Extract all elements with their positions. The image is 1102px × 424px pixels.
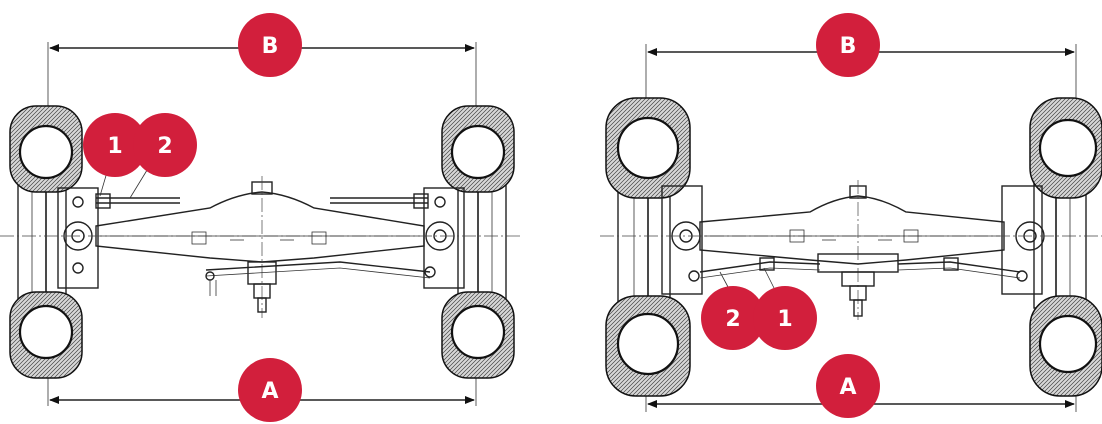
left-axle-housing <box>0 176 520 318</box>
badge-label: 2 <box>725 307 740 332</box>
tire-icon <box>605 295 691 397</box>
badge-label: A <box>839 375 856 400</box>
badge-right-dimension-b: B <box>816 13 880 77</box>
badge-circle <box>133 113 197 177</box>
left-axle-view: B A 1 2 <box>0 13 520 422</box>
tire-icon <box>1029 295 1102 397</box>
badge-circle <box>753 286 817 350</box>
tire-icon <box>441 105 515 193</box>
right-axle-housing <box>600 180 1102 320</box>
left-axle-wheel-right <box>423 105 515 379</box>
badge-circle <box>83 113 147 177</box>
badge-circle <box>816 13 880 77</box>
badge-left-dimension-b: B <box>238 13 302 77</box>
right-axle-wheel-right <box>1001 97 1102 397</box>
badge-circle <box>816 354 880 418</box>
badge-label: 1 <box>777 307 792 332</box>
badge-label: B <box>840 34 857 59</box>
badge-circle <box>238 13 302 77</box>
right-axle-wheel-left <box>605 97 703 397</box>
badge-label: 1 <box>107 134 122 159</box>
tire-icon <box>441 291 515 379</box>
left-axle-wheel-left <box>9 105 99 379</box>
badge-right-callout-2: 2 <box>701 286 765 350</box>
badge-right-dimension-a: A <box>816 354 880 418</box>
tire-icon <box>9 291 83 379</box>
badge-label: B <box>262 34 279 59</box>
badge-right-callout-1: 1 <box>753 286 817 350</box>
badge-circle <box>238 358 302 422</box>
badge-label: A <box>261 379 278 404</box>
right-axle-view: B A 2 1 <box>600 13 1102 418</box>
tire-icon <box>1029 97 1102 199</box>
badge-circle <box>701 286 765 350</box>
tire-icon <box>605 97 691 199</box>
badge-left-callout-2: 2 <box>133 113 197 177</box>
badge-label: 2 <box>157 134 172 159</box>
tire-icon <box>9 105 83 193</box>
badge-left-callout-1: 1 <box>83 113 147 177</box>
badge-left-dimension-a: A <box>238 358 302 422</box>
